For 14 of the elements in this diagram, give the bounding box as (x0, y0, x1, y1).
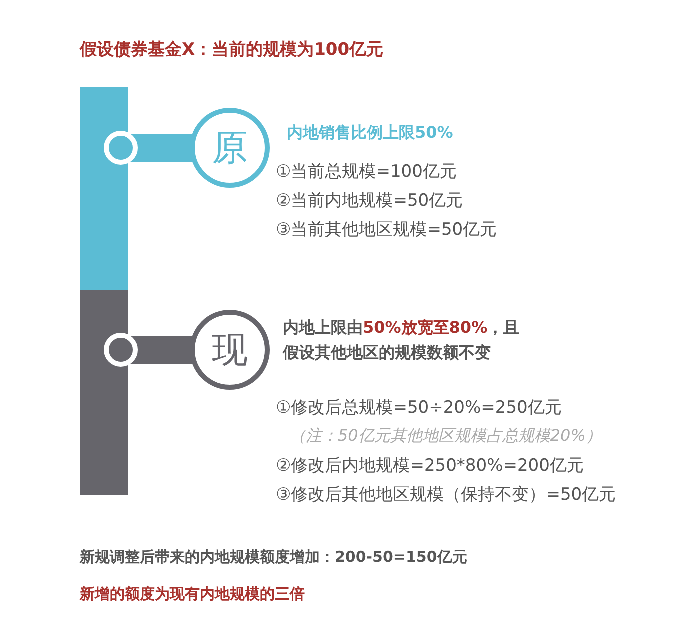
list-item: ③当前其他地区规模=50亿元 (276, 219, 498, 241)
title: 假设债券基金X：当前的规模为100亿元 (80, 39, 384, 61)
heading: 内地销售比例上限50% (287, 122, 454, 144)
node-label: 原 (212, 126, 248, 170)
note-text: 新规调整后带来的内地规模额度增加：200-50=150亿元 (80, 548, 468, 567)
list-item: ①修改后总规模=50÷20%=250亿元 (276, 397, 562, 419)
list-item: ①当前总规模=100亿元 (276, 161, 457, 183)
note-text: 新增的额度为现有内地规模的三倍 (80, 585, 305, 604)
node-label: 现 (212, 328, 248, 372)
list-item: ②当前内地规模=50亿元 (276, 190, 464, 212)
list-item: ②修改后内地规模=250*80%=200亿元 (276, 455, 584, 477)
note-text: （注：50亿元其他地区规模占总规模20%） (290, 426, 602, 447)
heading: 内地上限由50%放宽至80%，且假设其他地区的规模数额不变 (283, 317, 521, 364)
list-item: ③修改后其他地区规模（保持不变）=50亿元 (276, 484, 616, 506)
